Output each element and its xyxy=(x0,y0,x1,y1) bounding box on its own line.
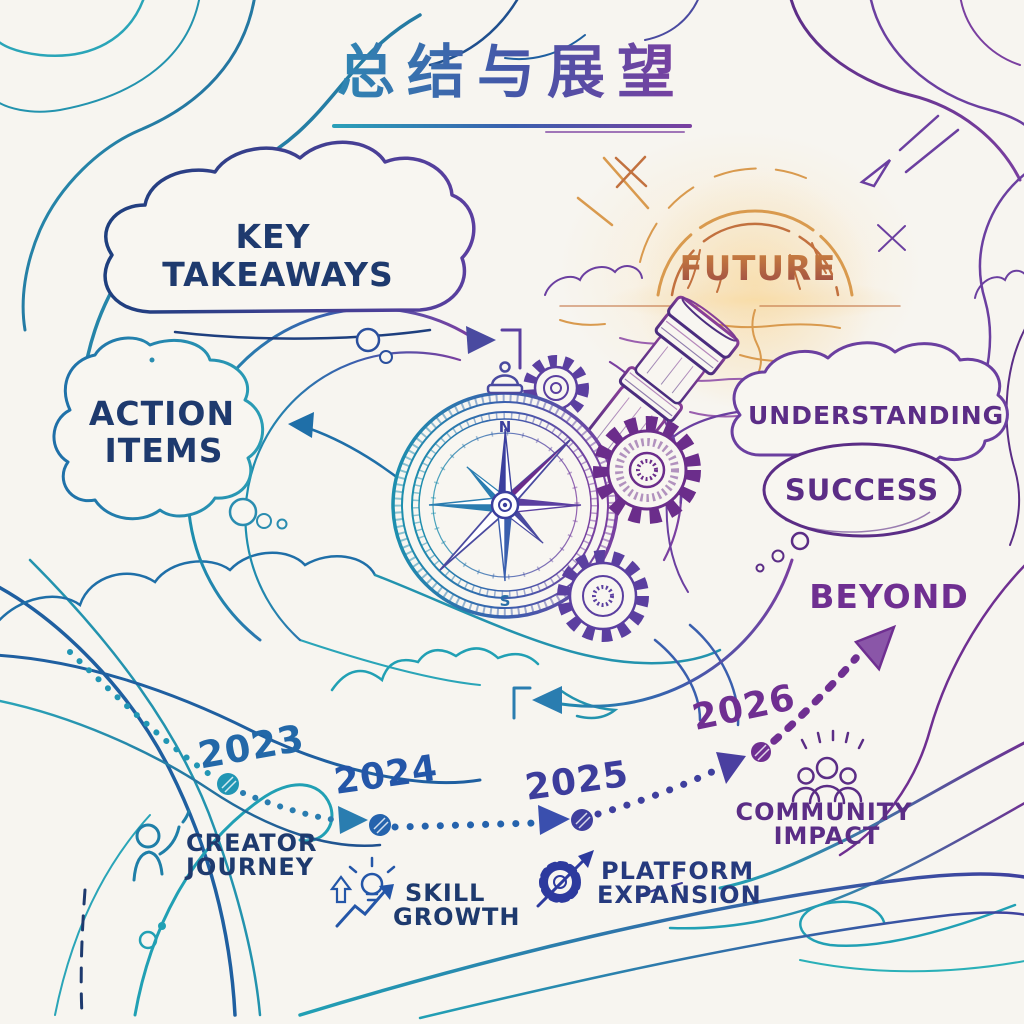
compass-south-label: S xyxy=(500,592,511,610)
lightbulb-growth-icon xyxy=(329,856,396,928)
timeline-dots xyxy=(217,742,771,836)
top-right-waves xyxy=(644,0,1024,546)
arrowhead-beyond xyxy=(853,624,897,672)
compass-crown xyxy=(486,361,524,395)
key-takeaways-line1: KEY xyxy=(235,217,311,256)
community-impact-line2: IMPACT xyxy=(773,822,881,850)
action-items-cloud xyxy=(52,336,288,530)
arrowhead-2025 xyxy=(538,805,570,835)
community-impact-line1: COMMUNITY xyxy=(735,798,913,826)
skill-growth-line2: GROWTH xyxy=(393,903,521,931)
platform-expansion-line2: EXPANSION xyxy=(597,881,762,909)
platform-expansion-line1: PLATFORM xyxy=(601,857,755,885)
arrowhead-2026 xyxy=(716,752,746,784)
bottom-swoosh xyxy=(298,872,1024,1020)
key-takeaways-cloud xyxy=(103,140,476,364)
gear-top-icon xyxy=(523,355,589,421)
creator-journey-line2: JOURNEY xyxy=(186,853,315,881)
page-title: 总结与展望 xyxy=(336,38,688,106)
gear-expansion-icon xyxy=(536,850,594,908)
success-label: SUCCESS xyxy=(784,473,940,507)
gear-bottom-icon xyxy=(557,550,649,642)
timeline-path xyxy=(67,649,860,831)
timeline-arrowheads xyxy=(338,624,897,835)
key-takeaways-line2: TAKEAWAYS xyxy=(162,255,394,294)
timeline-dot-2026 xyxy=(751,742,771,762)
creator-journey-line1: CREATOR xyxy=(186,829,318,857)
timeline-dot-2023 xyxy=(217,773,239,795)
title-underline xyxy=(332,124,692,128)
bottom-right-waves xyxy=(639,564,1024,973)
skill-growth-line1: SKILL xyxy=(405,879,486,907)
arc-arrowhead-right xyxy=(466,326,496,354)
action-items-line1: ACTION xyxy=(88,394,236,433)
understanding-label: UNDERSTANDING xyxy=(748,401,1005,430)
success-bubble xyxy=(755,442,962,573)
arc-arrowhead-left xyxy=(532,686,562,714)
beyond-label: BEYOND xyxy=(809,577,969,616)
shooting-star-icon xyxy=(859,114,960,188)
community-people-icon xyxy=(791,729,865,805)
sea-foam xyxy=(330,623,740,727)
action-arrowhead xyxy=(288,412,314,438)
future-label: FUTURE xyxy=(679,249,837,289)
timeline-dot-2024 xyxy=(369,814,391,836)
compass-rose-cardinals xyxy=(428,428,582,582)
bottom-left-wave xyxy=(0,558,334,1017)
arrowhead-2024 xyxy=(338,806,368,834)
sparkle-x2-icon xyxy=(877,224,906,252)
compass-north-label: N xyxy=(499,418,512,436)
left-wave xyxy=(0,551,722,847)
sparkle-x-icon xyxy=(614,155,648,189)
timeline-dot-2025 xyxy=(571,809,593,831)
title-underline-2 xyxy=(545,131,685,133)
gear-right-icon xyxy=(593,416,701,524)
action-items-line2: ITEMS xyxy=(104,431,224,470)
compass: N S xyxy=(391,361,619,619)
person-waving-icon xyxy=(132,809,191,882)
